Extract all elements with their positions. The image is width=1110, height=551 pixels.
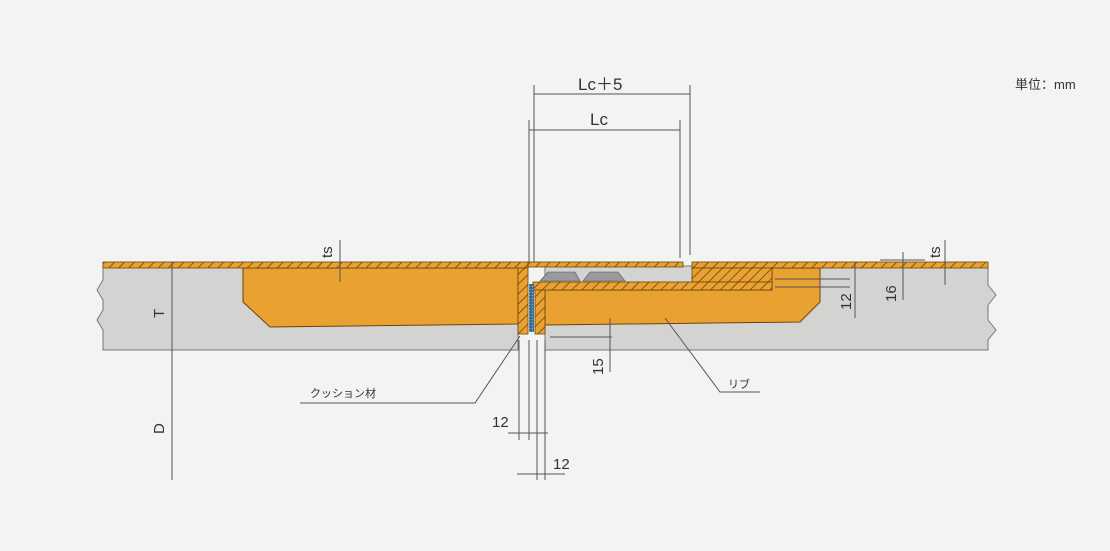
dimension-lines: [171, 85, 946, 480]
top-plate-left: [102, 261, 529, 269]
dim-ts-left: ts: [319, 246, 336, 258]
horizontal-plate: [532, 281, 773, 291]
label-rib: リブ: [728, 377, 750, 391]
dim-lc: Lc: [590, 110, 608, 129]
dim-t: T: [151, 309, 168, 318]
vertical-plate-right: [534, 289, 546, 335]
dim-16-plate: 16: [883, 285, 900, 302]
label-cushion: クッション材: [310, 386, 376, 400]
dim-d: D: [151, 423, 168, 434]
dim-ts-right: ts: [927, 246, 944, 258]
hatched-block: [691, 267, 773, 283]
cushion-material: [529, 284, 534, 332]
non-slip-grip: [539, 271, 626, 282]
units-label: 単位：mm: [1015, 77, 1076, 92]
top-plate-cover: [527, 261, 684, 268]
top-plate-right: [691, 261, 989, 269]
vertical-plate-left: [517, 267, 529, 335]
rib-left: [242, 267, 519, 328]
dim-12-plate: 12: [838, 293, 855, 310]
dim-15-rib: 15: [590, 358, 607, 375]
dim-lc-plus-5: Lc＋5: [578, 75, 622, 94]
dim-12-gap-b: 12: [553, 456, 570, 473]
dim-12-gap-a: 12: [492, 414, 509, 431]
